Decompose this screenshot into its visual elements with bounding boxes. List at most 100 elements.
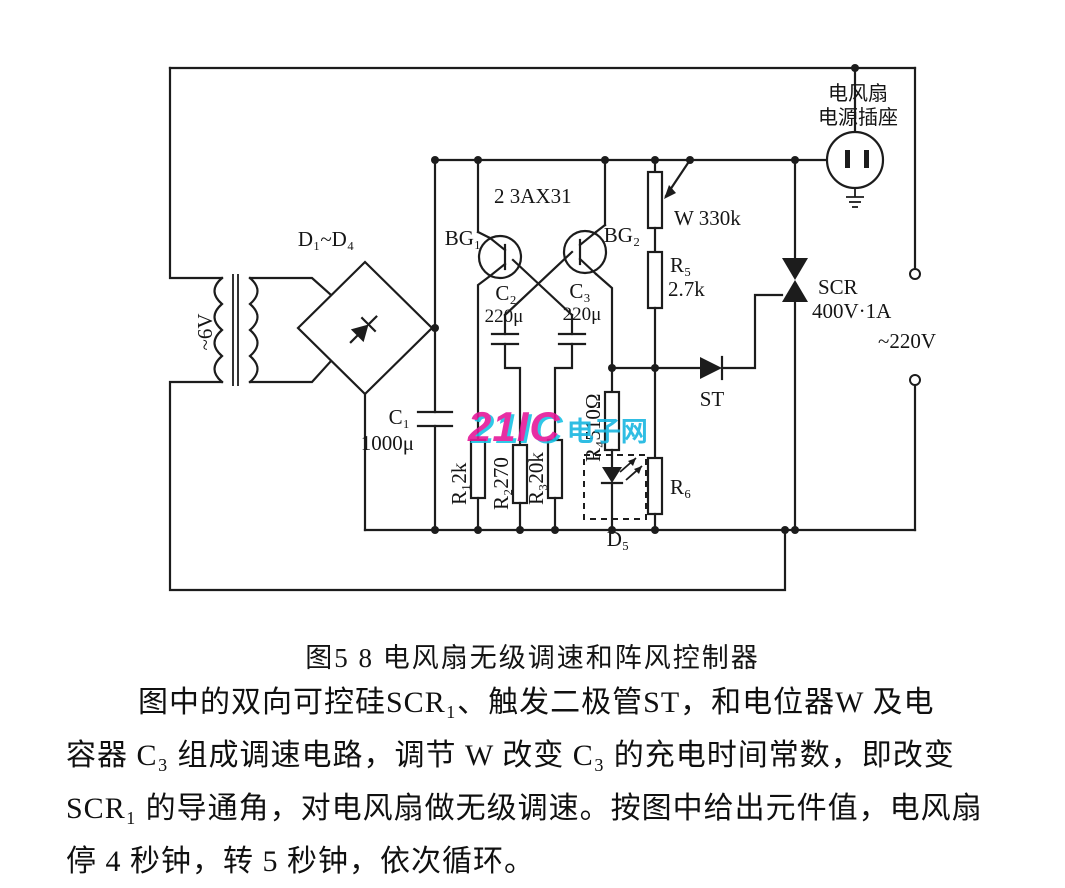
bg1-label: BG₁ bbox=[445, 226, 482, 250]
junction-dot bbox=[651, 156, 659, 164]
junction-dot bbox=[431, 324, 439, 332]
junction-dot bbox=[791, 156, 799, 164]
socket-label-line2: 电源插座 bbox=[818, 106, 898, 129]
d5-diode-triangle bbox=[602, 467, 622, 483]
transformer: ~6V bbox=[193, 274, 259, 386]
led-d5: D₅ bbox=[583, 448, 647, 551]
capacitor-c2: C₂ 220μ bbox=[485, 281, 524, 447]
bg2-emitter-wire bbox=[594, 272, 614, 394]
socket-slot bbox=[864, 150, 869, 168]
c3-value-label: 220μ bbox=[563, 304, 602, 325]
junction-dot bbox=[551, 526, 559, 534]
bridge-diode-triangle bbox=[350, 324, 369, 343]
capacitor-c3: C₃ 220μ bbox=[553, 279, 602, 442]
w-wiper-arrowhead bbox=[664, 185, 676, 199]
r5-body bbox=[646, 250, 664, 310]
bridge-positive-wire bbox=[430, 326, 437, 414]
st-triangle bbox=[700, 357, 722, 379]
mains-label: ~220V bbox=[878, 329, 936, 353]
junction-dot bbox=[781, 526, 789, 534]
bridge-label: D₁~D₄ bbox=[298, 227, 354, 251]
fan-socket: 电风扇 电源插座 bbox=[818, 66, 898, 208]
bg1-collector-lead bbox=[476, 230, 492, 240]
resistor-r2: R₂270 bbox=[489, 443, 529, 532]
circuit-diagram: ~6V D₁~D₄ C₁ 1000μ bbox=[168, 64, 936, 592]
r6-body bbox=[646, 456, 664, 516]
bg2-collector-lead bbox=[578, 230, 598, 247]
coupling-wire-bg1-c3 bbox=[511, 258, 574, 317]
secondary-top-lead bbox=[248, 276, 333, 297]
scr-lower-triangle bbox=[782, 280, 808, 302]
junction-dot bbox=[851, 64, 859, 72]
d5-light-arrowhead bbox=[634, 466, 642, 474]
resistor-r3: R₃20k bbox=[524, 438, 564, 532]
capacitor-c1: C₁ 1000μ bbox=[361, 405, 454, 532]
w-body bbox=[646, 170, 664, 230]
transistor-type-label: 2 3AX31 bbox=[494, 184, 572, 208]
scr-triac: SCR 400V·1A bbox=[782, 158, 892, 532]
bg2-emitter-lead bbox=[578, 257, 598, 276]
st-to-gate-wire bbox=[720, 293, 784, 370]
resistor-r4: R₄510Ω bbox=[581, 390, 621, 462]
r4-label: R₄510Ω bbox=[581, 394, 605, 462]
r4-body bbox=[603, 390, 621, 452]
mains-terminals: ~220V bbox=[878, 66, 936, 532]
bg1-collector-lead bbox=[488, 236, 507, 252]
r5-label: R₅ bbox=[670, 253, 691, 277]
c2-bottom-wire bbox=[503, 342, 522, 447]
bridge-rectifier: D₁~D₄ bbox=[296, 227, 434, 396]
socket-label-line1: 电风扇 bbox=[828, 82, 888, 105]
junction-dot bbox=[608, 364, 616, 372]
coupling-wire-bg2-c2 bbox=[503, 250, 574, 317]
r5-value-label: 2.7k bbox=[668, 277, 705, 301]
secondary-bottom-lead bbox=[248, 359, 333, 384]
r3-label: R₃20k bbox=[524, 452, 548, 505]
w-label: W 330k bbox=[674, 206, 741, 230]
potentiometer-w: W 330k bbox=[646, 158, 741, 230]
figure-caption: 图5 8 电风扇无级调速和阵风控制器 bbox=[305, 643, 760, 673]
junction-dot bbox=[474, 526, 482, 534]
junction-dot bbox=[431, 526, 439, 534]
r3-body bbox=[546, 438, 564, 500]
socket-body bbox=[825, 130, 885, 190]
c2-value-label: 220μ bbox=[485, 306, 524, 327]
bg1-body bbox=[477, 234, 523, 280]
body-text-line: 停 4 秒钟，转 5 秒钟，依次循环。 bbox=[66, 845, 535, 878]
d5-dashed-box bbox=[583, 454, 647, 520]
r1-label: R₁2k bbox=[447, 462, 471, 505]
body-text-line: 容器 C₃ 组成调速电路，调节 W 改变 C₃ 的充电时间常数，即改变 bbox=[66, 739, 955, 772]
transformer-secondary-coil bbox=[248, 276, 259, 384]
junction-dot bbox=[431, 156, 439, 164]
c3-bottom-wire bbox=[553, 342, 574, 442]
transistor-bg2: BG₂ bbox=[562, 158, 641, 394]
r1-body bbox=[469, 438, 487, 500]
r6-label: R₆ bbox=[670, 475, 691, 499]
junction-dot bbox=[516, 526, 524, 534]
left-bus-upper-wire bbox=[168, 66, 224, 280]
junction-dot bbox=[601, 156, 609, 164]
body-text-line: 图中的双向可控硅SCR₁、触发二极管ST，和电位器W 及电 bbox=[138, 686, 935, 719]
resistor-r6: R₆ bbox=[646, 456, 691, 532]
junction-dot bbox=[474, 156, 482, 164]
transistor-bg1: BG₁ bbox=[445, 158, 523, 442]
r2-label: R₂270 bbox=[489, 457, 513, 510]
bg1-emitter-lead bbox=[488, 262, 507, 278]
d5-light-arrowhead bbox=[628, 458, 636, 466]
junction-dot bbox=[791, 526, 799, 534]
mains-terminal-bottom bbox=[909, 374, 921, 386]
c1-label: C₁ bbox=[389, 405, 410, 429]
junction-dot bbox=[686, 156, 694, 164]
trigger-diode-st: ST bbox=[653, 293, 784, 411]
c3-label: C₃ bbox=[569, 279, 590, 303]
resistor-r1: R₁2k bbox=[447, 438, 487, 532]
bg2-collector-lead bbox=[594, 223, 607, 234]
resistor-r5: R₅ 2.7k bbox=[646, 226, 705, 460]
junction-dot bbox=[651, 364, 659, 372]
bg2-label: BG₂ bbox=[604, 223, 641, 247]
transformer-voltage-label: ~6V bbox=[193, 313, 217, 350]
st-label: ST bbox=[700, 387, 725, 411]
bg1-emitter-wire bbox=[476, 274, 492, 442]
c2-label: C₂ bbox=[495, 281, 516, 305]
transformer-primary-coil bbox=[213, 276, 224, 384]
